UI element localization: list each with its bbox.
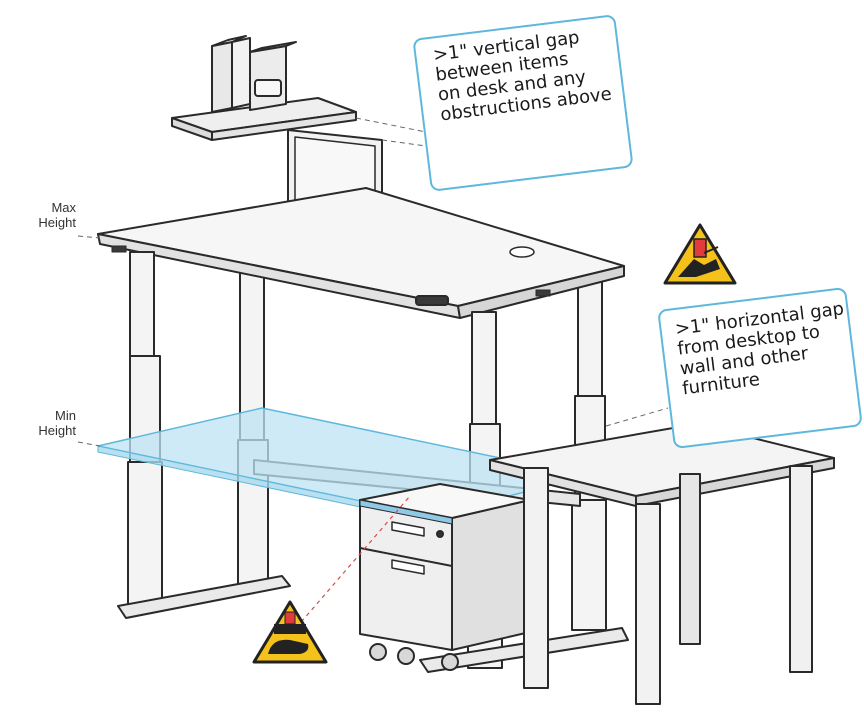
desktop (97, 187, 625, 319)
crush-warning-icon (252, 600, 328, 664)
min-height-label: Min Height (38, 408, 76, 438)
side-table (489, 423, 835, 705)
books (211, 35, 297, 113)
vertical-gap-callout-box (413, 15, 633, 191)
pinch-warning-icon (663, 223, 737, 285)
pinch-leader-line (295, 495, 411, 629)
wall-shelf (171, 97, 357, 141)
desk-front-left-leg (127, 251, 163, 611)
horizontal-gap-callout-box (658, 287, 862, 449)
mobile-pedestal (359, 483, 531, 671)
max-height-label: Max Height (38, 200, 76, 230)
guide-lines (77, 117, 669, 447)
